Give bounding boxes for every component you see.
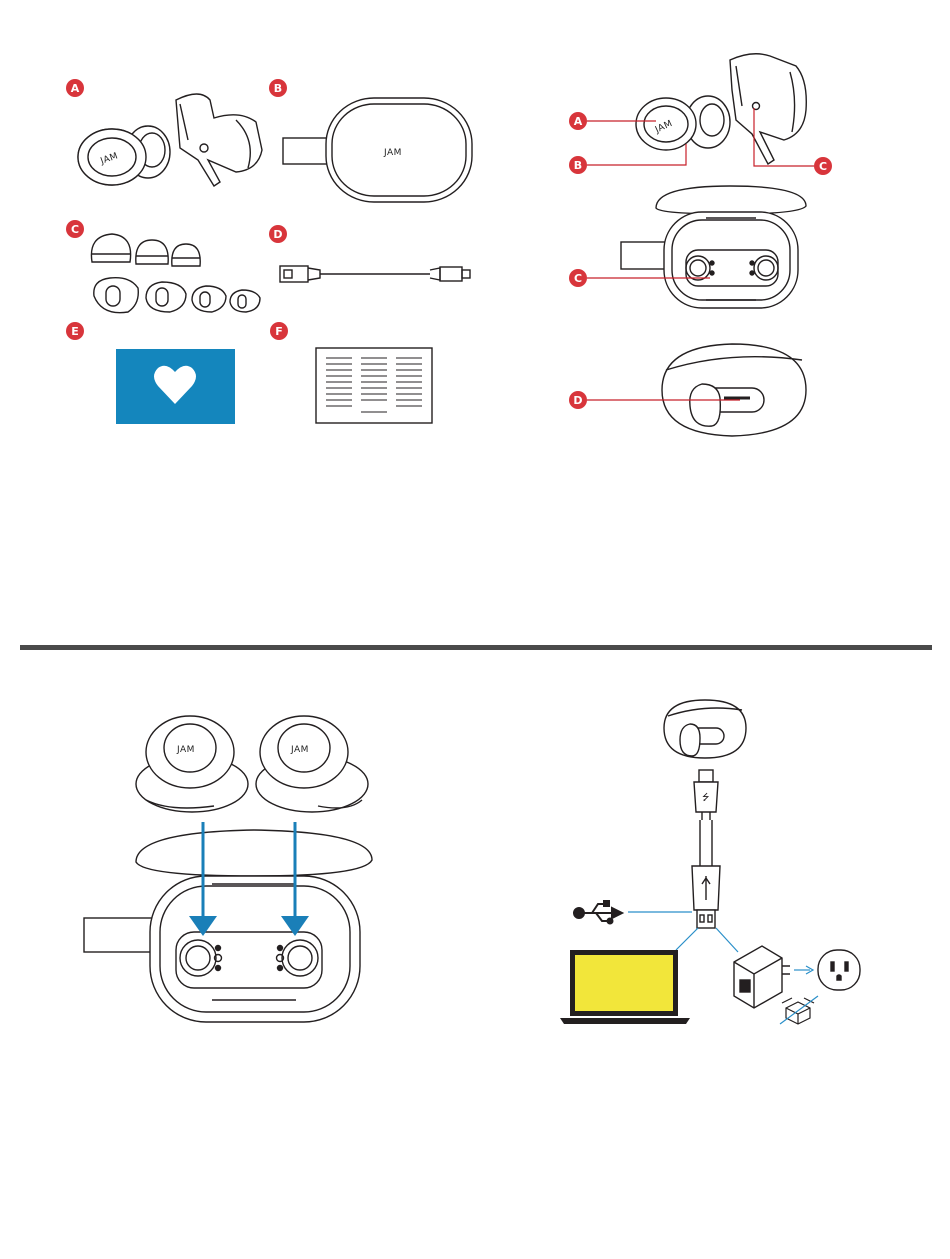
svg-text:B: B (274, 82, 282, 95)
case-port-icon (664, 700, 746, 758)
earbuds-icon: JAM (78, 94, 262, 186)
package-contents: JAM JAM (78, 94, 472, 424)
heart-card-icon (116, 349, 235, 424)
badge-f: F (270, 322, 288, 340)
usb-symbol-icon (574, 901, 622, 924)
not-included-box-icon (780, 996, 818, 1024)
charging-connectors (628, 912, 738, 952)
callout-c-earbud: C (814, 157, 832, 175)
laptop-icon (560, 950, 690, 1024)
open-case-part-icon (621, 186, 806, 308)
badge-d: D (269, 225, 287, 243)
open-case-icon (84, 830, 372, 1022)
svg-text:JAM: JAM (290, 745, 309, 755)
charging-diagram: ⭍ (664, 700, 746, 928)
svg-text:C: C (71, 223, 79, 236)
usb-a-plug-icon (692, 866, 720, 928)
badge-e: E (66, 322, 84, 340)
svg-text:C: C (819, 160, 827, 173)
case-port-part-icon (662, 344, 806, 436)
callout-b: B (569, 156, 587, 174)
svg-text:JAM: JAM (383, 148, 402, 158)
svg-text:F: F (275, 325, 283, 338)
manual-icon (316, 348, 432, 423)
svg-text:D: D (573, 394, 582, 407)
svg-text:E: E (71, 325, 79, 338)
svg-text:A: A (71, 82, 80, 95)
outlet-icon (818, 950, 860, 990)
callout-a: A (569, 112, 587, 130)
wall-adapter-icon (734, 946, 790, 1008)
svg-text:A: A (574, 115, 583, 128)
badge-a: A (66, 79, 84, 97)
svg-text:D: D (273, 228, 282, 241)
ear-tips-icon (91, 234, 260, 313)
usb-c-plug-icon: ⭍ (694, 770, 718, 866)
right-earbud-icon: JAM (256, 716, 368, 812)
svg-text:C: C (574, 272, 582, 285)
usb-cable-icon (280, 266, 470, 282)
insert-earbuds-diagram: JAM JAM (84, 716, 372, 1022)
svg-text:⭍: ⭍ (702, 792, 710, 803)
badge-b: B (269, 79, 287, 97)
earbud-part-icon: JAM (636, 54, 806, 164)
svg-text:JAM: JAM (176, 745, 195, 755)
parts-diagram: JAM (621, 54, 806, 436)
charging-case-icon: JAM (283, 98, 472, 202)
callout-c-case: C (569, 269, 587, 287)
section-divider (20, 645, 932, 650)
callout-d: D (569, 391, 587, 409)
badge-c: C (66, 220, 84, 238)
adapter-to-outlet-arrow (794, 966, 813, 974)
left-earbud-icon: JAM (136, 716, 248, 812)
svg-text:B: B (574, 159, 582, 172)
